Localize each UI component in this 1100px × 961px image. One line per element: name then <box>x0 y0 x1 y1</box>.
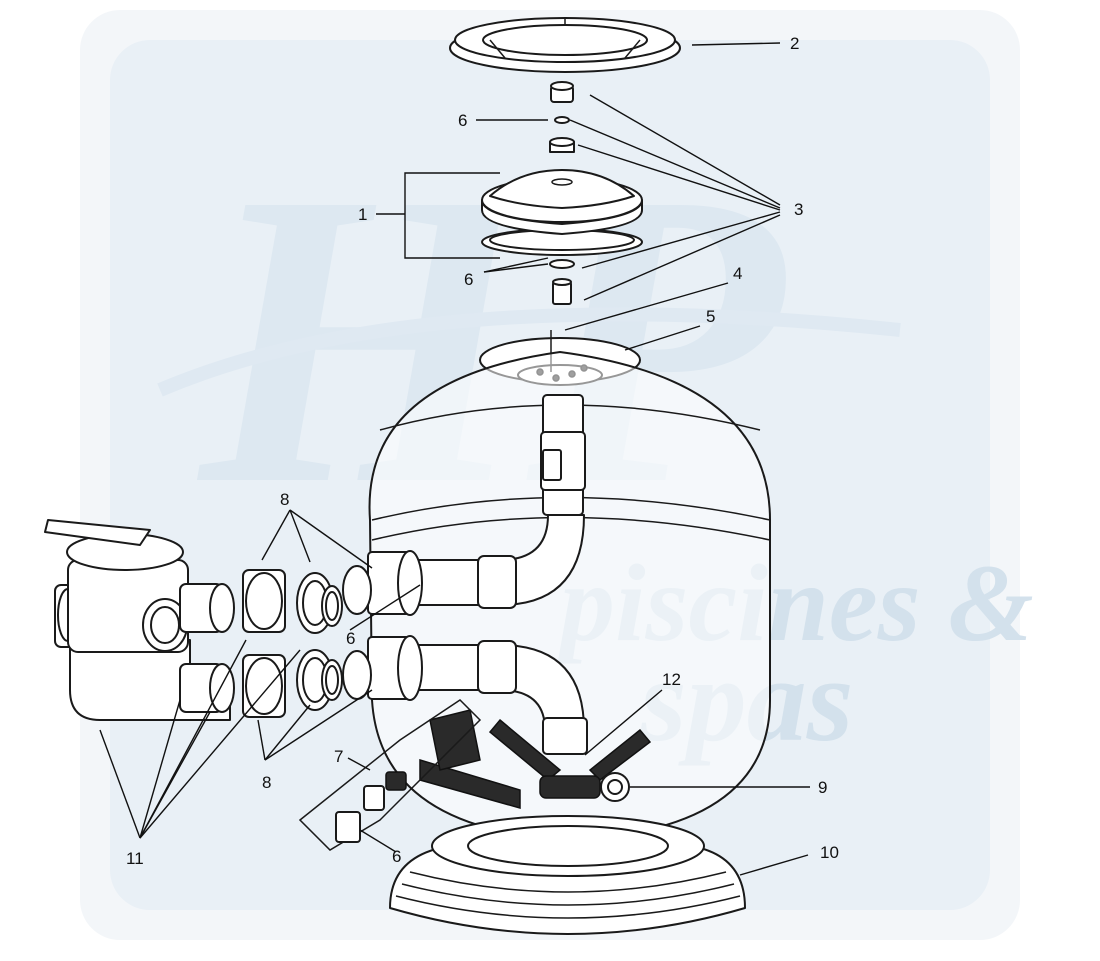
callout-7: 7 <box>334 747 343 766</box>
part-lid <box>481 169 643 256</box>
callout-2: 2 <box>790 34 799 53</box>
callout-12: 12 <box>662 670 681 689</box>
watermark-swoosh <box>157 307 901 397</box>
part-drain <box>298 699 482 851</box>
callout-5: 5 <box>706 307 715 326</box>
callout-6-right: 6 <box>346 629 355 648</box>
callout-4: 4 <box>733 264 742 283</box>
part-laterals <box>419 709 652 809</box>
part-unions-top <box>242 569 343 634</box>
callout-6-top: 6 <box>458 111 467 130</box>
part-base <box>389 815 746 935</box>
part-multiport-valve <box>44 519 235 721</box>
callout-11: 11 <box>126 849 144 868</box>
part-top-ring <box>449 17 681 73</box>
callout-10: 10 <box>820 843 839 862</box>
callout-8-bottom: 8 <box>262 773 271 792</box>
callout-6-mid: 6 <box>464 270 473 289</box>
callout-3: 3 <box>794 200 803 219</box>
part-unions-bottom <box>242 649 343 718</box>
callout-9: 9 <box>818 778 827 797</box>
callout-6-bottom: 6 <box>392 847 401 866</box>
part-nuts <box>549 81 575 305</box>
part-flanges <box>342 550 423 701</box>
leader-lines <box>99 42 810 876</box>
callout-8-top: 8 <box>280 490 289 509</box>
part-pipes <box>409 514 588 755</box>
callout-labels: 2 6 3 1 6 4 5 8 6 12 7 8 9 6 11 10 <box>126 34 839 868</box>
callout-1: 1 <box>358 205 367 224</box>
